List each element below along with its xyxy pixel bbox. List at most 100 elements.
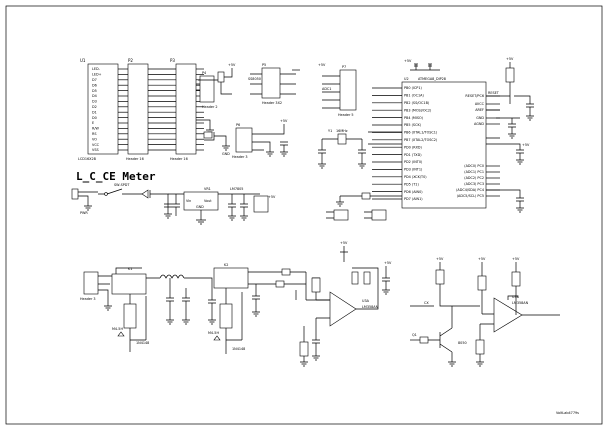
header16-p2: P2 Header 16 xyxy=(126,58,176,161)
header16b-ref: P3 xyxy=(170,58,175,63)
header2-ref: P4 xyxy=(202,71,206,75)
lcd-pin-label: LED+ xyxy=(92,73,102,77)
mcu-right-pin-label: AREF xyxy=(475,108,484,112)
mcu-left-pin-label: PB2 (SS/OC1B) xyxy=(404,101,430,105)
reset-vcc-label: +5V xyxy=(506,57,514,61)
mcu-left-pin-label: PD6 (AIN0) xyxy=(404,190,423,194)
lcd-pin-label: VO xyxy=(92,137,97,141)
mcu-vcc-label-r: +5V xyxy=(522,143,530,147)
reg-part: LM7805 xyxy=(230,187,243,191)
header16-p3: P3 Header 16 xyxy=(170,58,204,161)
crystal-ref: Y1 xyxy=(328,129,332,133)
schematic-title: L_C_CE Meter xyxy=(76,170,156,183)
lcd-pin-label: VCC xyxy=(92,143,100,147)
u3b-vcc1: +5V xyxy=(478,257,486,261)
mcu-decoupling: +5V +5V xyxy=(404,59,530,165)
mcu-left-pin-label: PD0 (RXD) xyxy=(404,145,423,149)
header3x2-p5: P5 SS8050 Header 3X2 xyxy=(248,63,300,105)
mcu-right-pin-label: (ADC2) PC2 xyxy=(464,176,484,180)
cap-right xyxy=(486,189,524,213)
header3-p6: P6 Header 3 +5V xyxy=(232,119,288,159)
opamp-u3b-section: CX +5V +5V U3B LM358AN +5V xyxy=(410,257,560,367)
mcu-right-pin-label: GND xyxy=(476,116,484,120)
reset-label: RESET xyxy=(488,91,500,95)
lcd-pin-label: R/W xyxy=(92,127,99,131)
diode-b-part: 1N4148 xyxy=(232,347,245,351)
mcu-right-pin-label: (ADC5/SCL) PC5 xyxy=(457,194,484,198)
opamp-a-part: LM358AN xyxy=(362,305,379,309)
header3-ref: P6 xyxy=(236,123,240,127)
lcd-module: U1 LCD16X2B LED-LED+D7D6D5D4D3D2D1D0ER/W… xyxy=(78,58,128,161)
lcd-pin-label: D1 xyxy=(92,110,97,114)
header5-ref: P7 xyxy=(342,65,346,69)
switch-label: SW-SPDT xyxy=(114,183,130,187)
gnd-label-1: GND xyxy=(222,152,230,156)
reg-vout: Vout xyxy=(204,199,212,203)
mcu-right-pin-label: (ADC0) PC0 xyxy=(464,164,484,168)
header3x2-part: Header 3X2 xyxy=(262,101,282,105)
mcu-left-pin-label: PD1 (TXD) xyxy=(404,153,422,157)
lcd-pin-label: VSS xyxy=(92,148,99,152)
crystal-y1: Y1 16MHz xyxy=(318,129,402,169)
mcu-left-pin-label: PB6 (XTAL1/TOSC1) xyxy=(404,131,438,135)
lcd-pin-label: D0 xyxy=(92,116,97,120)
relay-k1: K1 M4-5H 1N4148 xyxy=(111,267,149,352)
opamp-a-vcc2: +5V xyxy=(384,261,392,265)
opamp-a-vcc: +5V xyxy=(340,241,348,245)
feedback-resistors xyxy=(248,268,330,317)
lcd-ref: U1 xyxy=(80,58,86,63)
relay-b-ref: K2 xyxy=(224,263,228,267)
mcu-left-pin-label: PB7 (XTAL2/TOSC2) xyxy=(404,138,438,142)
reg-ref: VR1 xyxy=(204,187,211,191)
transistor-q1: 8050 Q1 xyxy=(410,306,467,367)
mcu-left-pin-label: PD2 (INT0) xyxy=(404,160,423,164)
pwr-label: PWR xyxy=(80,211,88,215)
header5-p7: P7 Header 5 +5V ADC1 xyxy=(318,63,357,117)
header5-part: Header 5 xyxy=(338,113,354,117)
cx-label: CX xyxy=(424,301,429,305)
mcu-left-pin-label: PD3 (INT1) xyxy=(404,168,423,172)
lcd-pin-label: LED- xyxy=(92,67,101,71)
power-input: PWR SW-SPDT xyxy=(71,183,172,219)
header2-p4: Header 2 P4 +5V GND xyxy=(196,63,236,156)
regulator-lm7805: VR1 LM7805 Vin Vout GND +5V xyxy=(168,187,276,225)
lcd-pin-label: RS xyxy=(92,132,97,136)
mcu-left-pin-label: PB0 (ICP1) xyxy=(404,86,422,90)
jumpers xyxy=(326,209,387,221)
header16-part: Header 16 xyxy=(126,157,144,161)
lcd-pin-label: E xyxy=(92,121,94,125)
crystal-value: 16MHz xyxy=(336,129,348,133)
diode-a-part: 1N4148 xyxy=(136,341,149,345)
header3-part: Header 3 xyxy=(232,155,248,159)
mcu-right-pin-label: AGND xyxy=(474,122,484,126)
mcu-ref: U2 xyxy=(404,77,409,81)
relay-k2: K2 M4-5H 1N4148 xyxy=(208,263,249,354)
header16-ref: P2 xyxy=(128,58,133,63)
mcu-right-pin-label: (ADC1) PC1 xyxy=(464,170,484,174)
mcu-left-pin-label: PD7 (AIN1) xyxy=(404,197,423,201)
opamp-a-ref: U3A xyxy=(362,299,370,303)
header2-part: Header 2 xyxy=(202,105,218,109)
mcu-part: ATMEGA8_DIP28 xyxy=(418,77,446,81)
lcd-pin-label: D2 xyxy=(92,105,97,109)
mcu-left-pin-label: PD4 (XCK/T0) xyxy=(404,175,427,179)
mcu-left-pin-label: PB4 (MISO) xyxy=(404,116,424,120)
mcu-right-pin-label: RESET/PC6 xyxy=(465,94,484,98)
lcd-part: LCD16X2B xyxy=(78,157,97,161)
lcd-pin-label: D3 xyxy=(92,100,97,104)
lcd-pin-label: D7 xyxy=(92,78,97,82)
mcu-left-pin-label: PB5 (SCK) xyxy=(404,123,422,127)
lcd-pin-label: D6 xyxy=(92,83,97,87)
mcu-atmega8: ATMEGA8_DIP28 U2 PB0 (ICP1) PB1 (OC1A) PB2… xyxy=(372,77,500,209)
relay-b-part: M4-5H xyxy=(208,331,219,335)
lc-input-header: Header 3 xyxy=(80,267,142,311)
dec-vcc-label: +5V xyxy=(404,59,412,63)
mcu-right-pin-label: AVCC xyxy=(475,102,485,106)
p7-adc-label: ADC1 xyxy=(322,87,331,91)
mcu-left-pin-label: PB1 (OC1A) xyxy=(404,94,424,98)
reg-vin: Vin xyxy=(186,199,191,203)
opamp-b-part: LM358AN xyxy=(512,301,529,305)
lc-tank xyxy=(146,274,216,325)
p7-vcc-label: +5V xyxy=(318,63,326,67)
